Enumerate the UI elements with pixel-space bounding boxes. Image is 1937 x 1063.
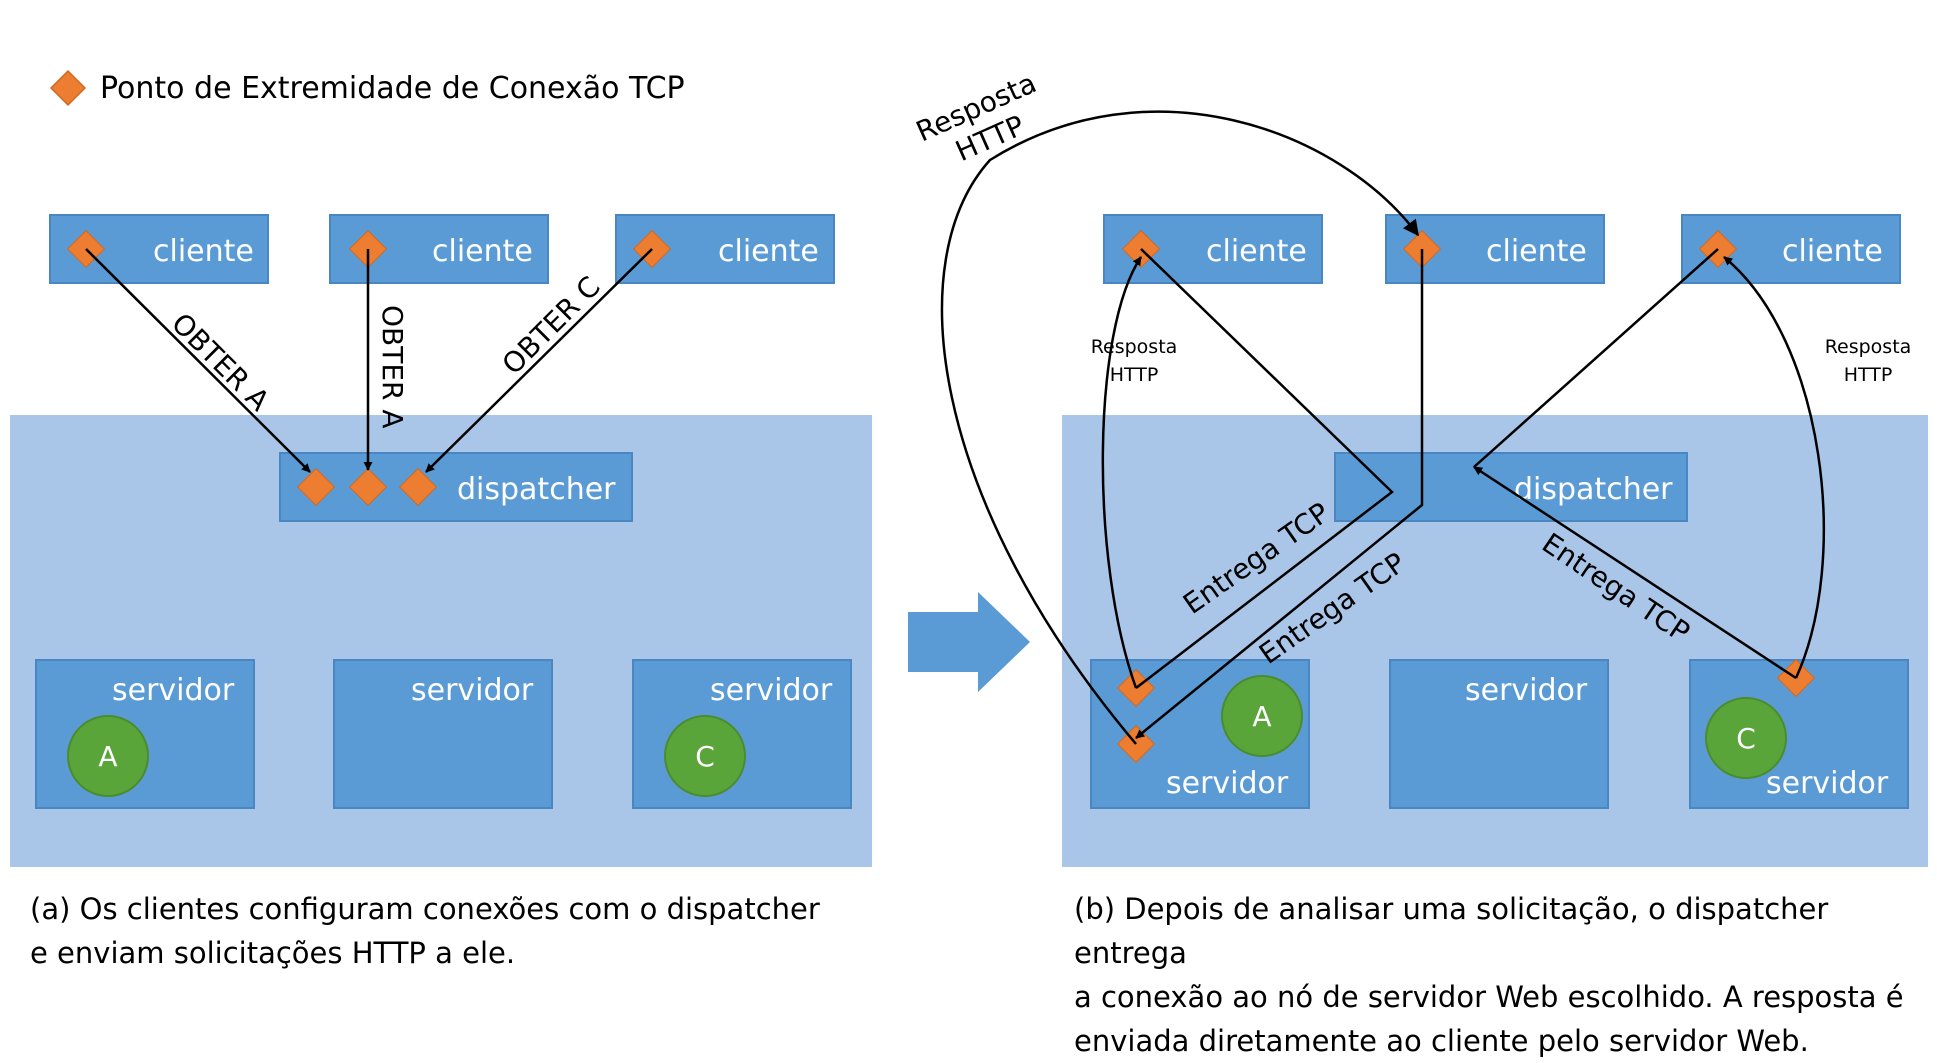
http-response-right-label: Resposta HTTP: [1825, 336, 1912, 386]
server-box: servidor A: [35, 659, 255, 809]
client-box: cliente: [329, 214, 549, 284]
document-c-badge: [1705, 697, 1787, 779]
svg-text:HTTP: HTTP: [1110, 364, 1159, 386]
tcp-endpoint-icon: [398, 467, 438, 507]
tcp-endpoint-icon: [348, 467, 388, 507]
http-response-top-label: Resposta HTTP: [911, 66, 1041, 168]
client-box: cliente: [1681, 214, 1901, 284]
server-label: servidor: [1166, 766, 1289, 801]
right-arrow-icon: [908, 592, 1030, 692]
handoff-arrow: [1473, 465, 1797, 680]
badge-label: C: [695, 740, 715, 773]
request-arrow: [425, 248, 653, 473]
server-label: servidor: [112, 673, 235, 708]
request-arrow: [85, 248, 311, 473]
svg-text:Resposta: Resposta: [1091, 336, 1178, 358]
client-label: cliente: [1486, 234, 1587, 269]
badge-label: A: [1252, 700, 1271, 733]
tcp-endpoint-icon: [296, 467, 336, 507]
client-box: cliente: [49, 214, 269, 284]
client-box: cliente: [1103, 214, 1323, 284]
client-label: cliente: [1782, 234, 1883, 269]
document-a-badge: [1221, 675, 1303, 757]
orange-diamond-icon: [49, 69, 87, 107]
handoff-arrow: [1135, 249, 1424, 739]
server-box: servidor: [1389, 659, 1609, 809]
document-a-badge: [67, 715, 149, 797]
server-box: A servidor: [1090, 659, 1310, 809]
server-label: servidor: [710, 673, 833, 708]
server-label: servidor: [1465, 673, 1588, 708]
server-box: C servidor: [1689, 658, 1909, 809]
dispatcher-label: dispatcher: [1514, 472, 1673, 507]
dispatcher-label: dispatcher: [457, 472, 616, 507]
handoff-arrow: [1135, 248, 1394, 689]
caption-panel-b: (b) Depois de analisar uma solicitação, …: [1074, 892, 1904, 1058]
server-label: servidor: [1766, 766, 1889, 801]
http-response-left-label: Resposta HTTP: [1091, 336, 1178, 386]
client-label: cliente: [718, 234, 819, 269]
legend: Ponto de Extremidade de Conexão TCP: [49, 69, 685, 107]
badge-label: C: [1736, 722, 1756, 755]
caption-panel-a: (a) Os clientes configuram conexões com …: [30, 892, 820, 970]
request-arrow: [1473, 248, 1719, 468]
document-c-badge: [664, 715, 746, 797]
server-box: servidor: [333, 659, 553, 809]
client-label: cliente: [432, 234, 533, 269]
http-response-arrow: [1723, 256, 1825, 679]
server-box: servidor C: [632, 659, 852, 809]
badge-label: A: [98, 740, 117, 773]
request-label: OBTER C: [496, 270, 607, 381]
client-label: cliente: [1206, 234, 1307, 269]
distributed-web-server-diagram: Ponto de Extremidade de Conexão TCP clie…: [10, 66, 1928, 867]
server-label: servidor: [411, 673, 534, 708]
client-box: cliente: [1385, 214, 1605, 284]
http-response-arrow: [940, 110, 1420, 745]
panel-a: cliente cliente cliente dispatcher servi…: [10, 214, 872, 867]
panel-b: cliente cliente cliente dispatcher A ser…: [911, 66, 1928, 867]
svg-text:Resposta: Resposta: [1825, 336, 1912, 358]
request-label: OBTER A: [165, 307, 276, 418]
request-label: OBTER A: [376, 305, 409, 429]
svg-text:HTTP: HTTP: [1844, 364, 1893, 386]
dispatcher-box: dispatcher: [1334, 452, 1688, 522]
dispatcher-box: dispatcher: [279, 452, 633, 522]
client-label: cliente: [153, 234, 254, 269]
client-box: cliente: [615, 214, 835, 284]
http-response-arrow: [1101, 256, 1143, 689]
legend-label: Ponto de Extremidade de Conexão TCP: [100, 71, 685, 106]
